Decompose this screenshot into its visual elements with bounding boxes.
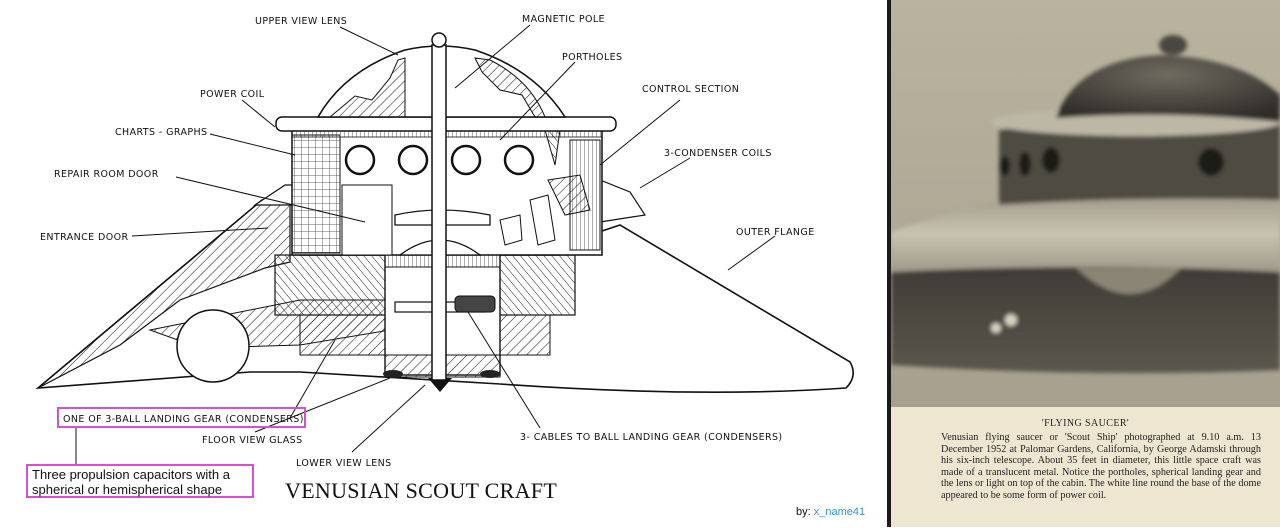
repair-room-door [341, 184, 393, 256]
label-control-section: CONTROL SECTION [642, 84, 739, 95]
scout-craft-diagram: UPPER VIEW LENS MAGNETIC POLE PORTHOLES … [35, 14, 854, 469]
magnetic-pole [431, 44, 447, 381]
porthole [503, 144, 535, 176]
lower-view-lens [428, 378, 452, 392]
label-landing-gear: ONE OF 3-BALL LANDING GEAR (CONDENSERS) [63, 414, 304, 425]
label-power-coil: POWER COIL [200, 89, 265, 100]
credit-name: x_name41 [813, 506, 866, 518]
landing-gear-highlight [57, 407, 306, 428]
porthole [344, 144, 376, 176]
label-cables: 3- CABLES TO BALL LANDING GEAR (CONDENSE… [520, 432, 783, 443]
upper-view-lens [431, 32, 447, 48]
panel-divider [887, 0, 891, 527]
label-three-condenser-coils: 3-CONDENSER COILS [664, 148, 772, 159]
diagram-panel: UPPER VIEW LENS MAGNETIC POLE PORTHOLES … [26, 14, 866, 518]
credit: by: x_name41 [796, 506, 865, 518]
label-upper-view-lens: UPPER VIEW LENS [255, 16, 347, 27]
label-magnetic-pole: MAGNETIC POLE [522, 14, 605, 25]
credit-prefix: by: [796, 506, 811, 518]
callout-lines [75, 24, 776, 464]
photo-caption-title: 'FLYING SAUCER' [1041, 418, 1130, 429]
label-floor-view-glass: FLOOR VIEW GLASS [202, 435, 303, 446]
annotation-note: Three propulsion capacitors with a spher… [26, 464, 254, 498]
porthole [397, 144, 429, 176]
landing-gear-ball [176, 309, 250, 383]
photo-panel: 'FLYING SAUCER' Venusian flying saucer o… [891, 0, 1280, 527]
diagram-title: VENUSIAN SCOUT CRAFT [285, 478, 558, 503]
cable-spool [454, 295, 496, 313]
label-entrance-door: ENTRANCE DOOR [40, 232, 128, 243]
label-portholes: PORTHOLES [562, 52, 622, 63]
charts-graphs-panel [291, 134, 341, 254]
porthole [450, 144, 482, 176]
label-repair-room-door: REPAIR ROOM DOOR [54, 169, 159, 180]
label-charts-graphs: CHARTS - GRAPHS [115, 127, 207, 138]
photo-caption-text: Venusian flying saucer or 'Scout Ship' p… [941, 432, 1261, 501]
label-lower-view-lens: LOWER VIEW LENS [296, 458, 392, 469]
label-outer-flange: OUTER FLANGE [736, 227, 815, 238]
flying-saucer-photo [891, 0, 1280, 407]
